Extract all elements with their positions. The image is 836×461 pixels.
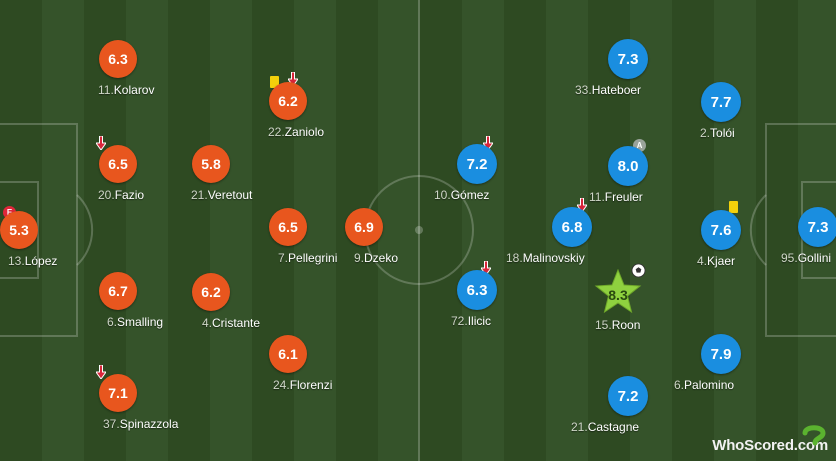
player-name: Malinovskiy (522, 251, 585, 265)
player-rating: 6.5 (99, 145, 137, 183)
player-rating: 6.1 (269, 335, 307, 373)
player-number: 21. (191, 188, 208, 202)
player-name-label: 37.Spinazzola (103, 417, 178, 431)
player-rating: 7.6 (701, 210, 741, 250)
player-name-label: 95.Gollini (781, 251, 831, 265)
player-rating: 8.3 (608, 287, 628, 303)
player-name: Spinazzola (119, 417, 179, 431)
player-name: Freuler (604, 190, 643, 204)
player-rating: 7.7 (701, 82, 741, 122)
player-number: 37. (103, 417, 120, 431)
player-number: 22. (268, 125, 285, 139)
player-name: Tolói (710, 126, 735, 140)
player-name: Dzeko (364, 251, 399, 265)
player-name-label: 20.Fazio (98, 188, 144, 202)
player-rating: 5.8 (192, 145, 230, 183)
player-rating: 6.8 (552, 207, 592, 247)
sub-off-arrow-icon (96, 365, 106, 379)
player-number: 6. (107, 315, 118, 329)
player-rating: 6.2 (192, 273, 230, 311)
yellow-card-icon (270, 76, 279, 88)
player-name: López (24, 254, 58, 268)
player-name-label: 11.Freuler (589, 190, 643, 204)
player-name-label: 4.Kjaer (697, 254, 735, 268)
player-name-label: 9.Dzeko (354, 251, 398, 265)
player-rating: 7.3 (798, 207, 836, 247)
player-number: 11. (98, 83, 114, 97)
player-name: Gollini (797, 251, 832, 265)
man-of-the-match-star: 8.3 (594, 269, 642, 315)
player-number: 20. (98, 188, 115, 202)
brand-text: WhoScored.com (712, 437, 828, 454)
player-name: Hateboer (591, 83, 642, 97)
player-name: Cristante (212, 316, 261, 330)
whoscored-question-mark-icon (802, 425, 826, 446)
player-rating: 6.3 (457, 270, 497, 310)
player-name: Kjaer (707, 254, 736, 268)
player-rating: 6.7 (99, 272, 137, 310)
player-number: 13. (8, 254, 25, 268)
player-name: Zaniolo (284, 125, 325, 139)
player-number: 18. (506, 251, 523, 265)
player-name-label: 4.Cristante (202, 316, 260, 330)
player-rating: 7.9 (701, 334, 741, 374)
player-name: Palomino (684, 378, 735, 392)
whoscored-logo: WhoScored.com (712, 425, 828, 455)
player-name-label: 15.Roon (595, 318, 640, 332)
player-number: 9. (354, 251, 365, 265)
player-rating: 6.9 (345, 208, 383, 246)
player-number: 21. (571, 420, 588, 434)
player-name-label: 22.Zaniolo (268, 125, 324, 139)
player-name-label: 33.Hateboer (575, 83, 641, 97)
player-rating: 6.5 (269, 208, 307, 246)
player-name-label: 24.Florenzi (273, 378, 332, 392)
player-number: 6. (674, 378, 685, 392)
player-rating: 7.3 (608, 39, 648, 79)
star-icon (594, 269, 642, 314)
player-name: Roon (611, 318, 641, 332)
player-name: Veretout (207, 188, 253, 202)
player-name: Florenzi (289, 378, 333, 392)
player-number: 7. (278, 251, 289, 265)
player-name-label: 21.Veretout (191, 188, 252, 202)
player-rating: 7.2 (457, 144, 497, 184)
player-name: Kolarov (113, 83, 155, 97)
player-name: Castagne (587, 420, 640, 434)
player-name: Fazio (114, 188, 145, 202)
player-number: 24. (273, 378, 290, 392)
player-number: 72. (451, 314, 468, 328)
player-number: 10. (434, 188, 451, 202)
sub-off-arrow-icon (96, 136, 106, 150)
player-rating: 6.2 (269, 82, 307, 120)
player-number: 33. (575, 83, 592, 97)
player-rating: 7.1 (99, 374, 137, 412)
player-rating: 5.3 (0, 211, 38, 249)
goal-ball-icon (631, 263, 646, 278)
player-name-label: 13.López (8, 254, 57, 268)
player-number: 15. (595, 318, 612, 332)
player-name: Ilicic (467, 314, 492, 328)
player-name-label: 72.Ilicic (451, 314, 491, 328)
player-name-label: 2.Tolói (700, 126, 735, 140)
player-rating: 6.3 (99, 40, 137, 78)
player-rating: 7.2 (608, 376, 648, 416)
player-name-label: 6.Smalling (107, 315, 163, 329)
player-name: Gómez (450, 188, 490, 202)
player-name-label: 18.Malinovskiy (506, 251, 585, 265)
player-name-label: 21.Castagne (571, 420, 639, 434)
player-rating: 8.0 (608, 146, 648, 186)
player-number: 2. (700, 126, 711, 140)
player-number: 95. (781, 251, 798, 265)
player-number: 4. (697, 254, 708, 268)
yellow-card-icon (729, 201, 738, 213)
player-name: Pellegrini (288, 251, 338, 265)
player-name-label: 7.Pellegrini (278, 251, 337, 265)
player-name-label: 11.Kolarov (98, 83, 154, 97)
player-name-label: 10.Gómez (434, 188, 489, 202)
player-number: 4. (202, 316, 213, 330)
player-number: 11. (589, 190, 605, 204)
player-name-label: 6.Palomino (674, 378, 734, 392)
player-name: Smalling (117, 315, 164, 329)
